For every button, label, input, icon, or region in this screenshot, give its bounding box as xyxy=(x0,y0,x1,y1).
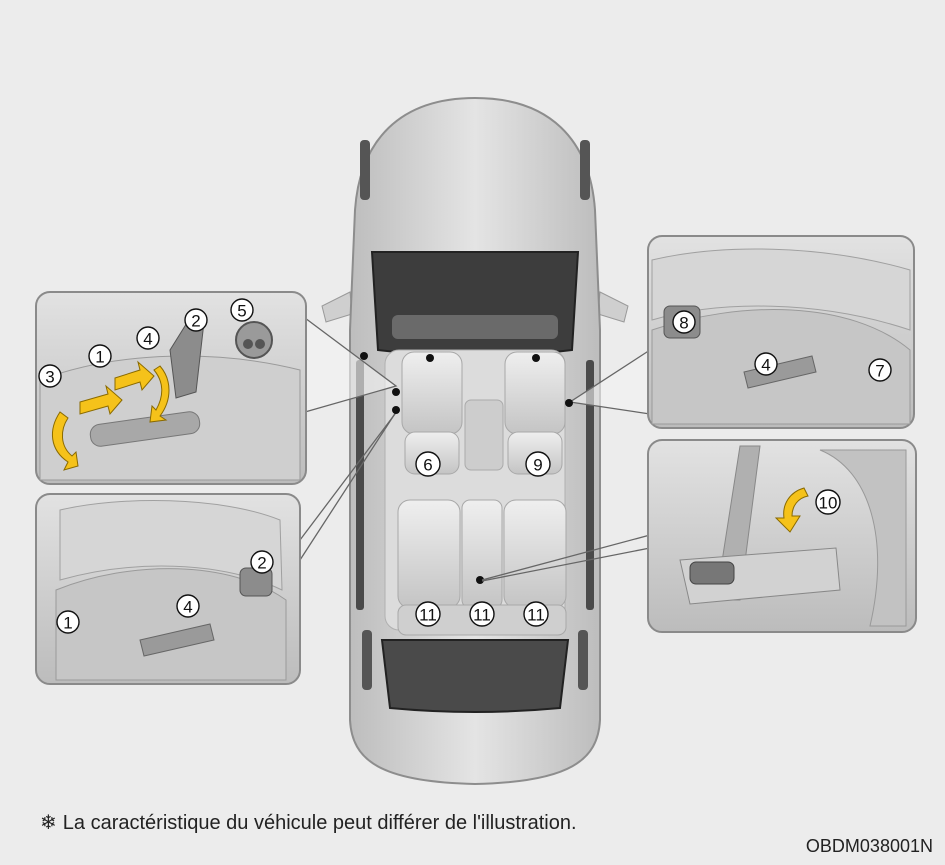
front-left-wheel xyxy=(360,140,370,200)
svg-text:4: 4 xyxy=(143,330,152,349)
callout-4: 4 xyxy=(755,353,777,375)
svg-text:5: 5 xyxy=(237,302,246,321)
note-text: La caractéristique du véhicule peut diff… xyxy=(63,812,577,834)
panel-driver-manual-seat: 1 2 4 xyxy=(36,494,300,684)
callout-8: 8 xyxy=(673,311,695,333)
svg-text:1: 1 xyxy=(95,348,104,367)
svg-text:4: 4 xyxy=(183,598,192,617)
illustration-note: ❄ La caractéristique du véhicule peut dif… xyxy=(40,810,577,835)
svg-text:11: 11 xyxy=(419,606,437,625)
callout-4: 4 xyxy=(177,595,199,617)
left-mirror xyxy=(322,292,352,322)
center-console xyxy=(465,400,503,470)
callout-1: 1 xyxy=(89,345,111,367)
windshield xyxy=(372,252,578,356)
panel-driver-power-seat: 1 2 3 4 5 xyxy=(36,292,306,484)
callout-11-right: 11 xyxy=(524,602,548,626)
panel-passenger-seat: 8 4 7 xyxy=(648,236,914,428)
svg-text:1: 1 xyxy=(63,614,72,633)
front-right-wheel xyxy=(580,140,590,200)
callout-2: 2 xyxy=(251,551,273,573)
callout-6: 6 xyxy=(416,452,440,476)
svg-text:9: 9 xyxy=(533,456,542,475)
callout-1: 1 xyxy=(57,611,79,633)
rear-right-wheel xyxy=(578,630,588,690)
callout-9: 9 xyxy=(526,452,550,476)
svg-text:7: 7 xyxy=(875,362,884,381)
callout-3: 3 xyxy=(39,365,61,387)
callout-2: 2 xyxy=(185,309,207,331)
note-mark-icon: ❄ xyxy=(40,812,57,834)
figure-code: OBDM038001N xyxy=(806,836,933,857)
svg-text:6: 6 xyxy=(423,456,432,475)
car-top-view xyxy=(322,98,628,784)
passenger-headrest-dot xyxy=(532,354,540,362)
svg-text:2: 2 xyxy=(257,554,266,573)
svg-text:8: 8 xyxy=(679,314,688,333)
svg-text:4: 4 xyxy=(761,356,770,375)
right-mirror xyxy=(598,292,628,322)
svg-text:11: 11 xyxy=(473,606,491,625)
driver-headrest-dot xyxy=(426,354,434,362)
svg-text:3: 3 xyxy=(45,368,54,387)
callout-10: 10 xyxy=(816,490,840,514)
rear-window xyxy=(382,640,568,712)
svg-text:2: 2 xyxy=(191,312,200,331)
callout-7: 7 xyxy=(869,359,891,381)
callout-5: 5 xyxy=(231,299,253,321)
left-pillar-dot xyxy=(360,352,368,360)
svg-text:10: 10 xyxy=(819,494,838,513)
panel-rear-armrest: 10 xyxy=(648,440,916,632)
callout-4: 4 xyxy=(137,327,159,349)
dashboard xyxy=(392,315,558,339)
callout-11-center: 11 xyxy=(470,602,494,626)
callout-11-left: 11 xyxy=(416,602,440,626)
svg-text:11: 11 xyxy=(527,606,545,625)
rear-left-wheel xyxy=(362,630,372,690)
